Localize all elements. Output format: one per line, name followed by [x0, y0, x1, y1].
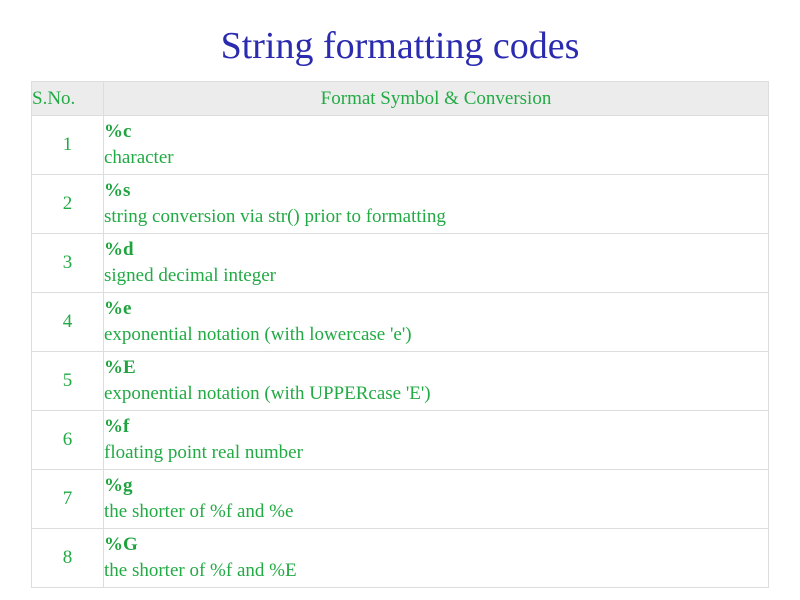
row-description: %s string conversion via str() prior to …	[103, 174, 769, 234]
row-description: %f floating point real number	[103, 410, 769, 470]
row-description: %G the shorter of %f and %E	[103, 528, 769, 588]
conversion-text: the shorter of %f and %E	[104, 560, 297, 581]
format-codes-table: S.No. Format Symbol & Conversion 1 %c ch…	[31, 81, 769, 588]
row-sno: 3	[31, 233, 104, 293]
format-symbol: %E	[104, 357, 136, 378]
conversion-text: character	[104, 147, 174, 168]
table-row: 8 %G the shorter of %f and %E	[31, 528, 769, 588]
conversion-text: the shorter of %f and %e	[104, 501, 294, 522]
table-row: 3 %d signed decimal integer	[31, 233, 769, 293]
conversion-text: string conversion via str() prior to for…	[104, 206, 446, 227]
table-header-row: S.No. Format Symbol & Conversion	[31, 81, 769, 116]
row-sno: 6	[31, 410, 104, 470]
table-row: 7 %g the shorter of %f and %e	[31, 469, 769, 529]
format-symbol: %g	[104, 475, 133, 496]
row-description: %e exponential notation (with lowercase …	[103, 292, 769, 352]
row-description: %d signed decimal integer	[103, 233, 769, 293]
row-sno: 7	[31, 469, 104, 529]
format-symbol: %f	[104, 416, 130, 437]
format-symbol: %G	[104, 534, 138, 555]
row-description: %g the shorter of %f and %e	[103, 469, 769, 529]
format-symbol: %s	[104, 180, 131, 201]
conversion-text: exponential notation (with lowercase 'e'…	[104, 324, 412, 345]
header-sno: S.No.	[31, 81, 104, 116]
table-row: 2 %s string conversion via str() prior t…	[31, 174, 769, 234]
header-format-symbol-conversion: Format Symbol & Conversion	[103, 81, 769, 116]
conversion-text: exponential notation (with UPPERcase 'E'…	[104, 383, 431, 404]
table-row: 4 %e exponential notation (with lowercas…	[31, 292, 769, 352]
conversion-text: signed decimal integer	[104, 265, 276, 286]
conversion-text: floating point real number	[104, 442, 303, 463]
table-row: 5 %E exponential notation (with UPPERcas…	[31, 351, 769, 411]
format-symbol: %e	[104, 298, 132, 319]
page-title: String formatting codes	[220, 25, 580, 67]
row-sno: 2	[31, 174, 104, 234]
table-row: 6 %f floating point real number	[31, 410, 769, 470]
row-description: %E exponential notation (with UPPERcase …	[103, 351, 769, 411]
format-symbol: %d	[104, 239, 134, 260]
table-row: 1 %c character	[31, 115, 769, 175]
row-sno: 1	[31, 115, 104, 175]
format-symbol: %c	[104, 121, 132, 142]
row-sno: 4	[31, 292, 104, 352]
row-sno: 5	[31, 351, 104, 411]
row-description: %c character	[103, 115, 769, 175]
row-sno: 8	[31, 528, 104, 588]
